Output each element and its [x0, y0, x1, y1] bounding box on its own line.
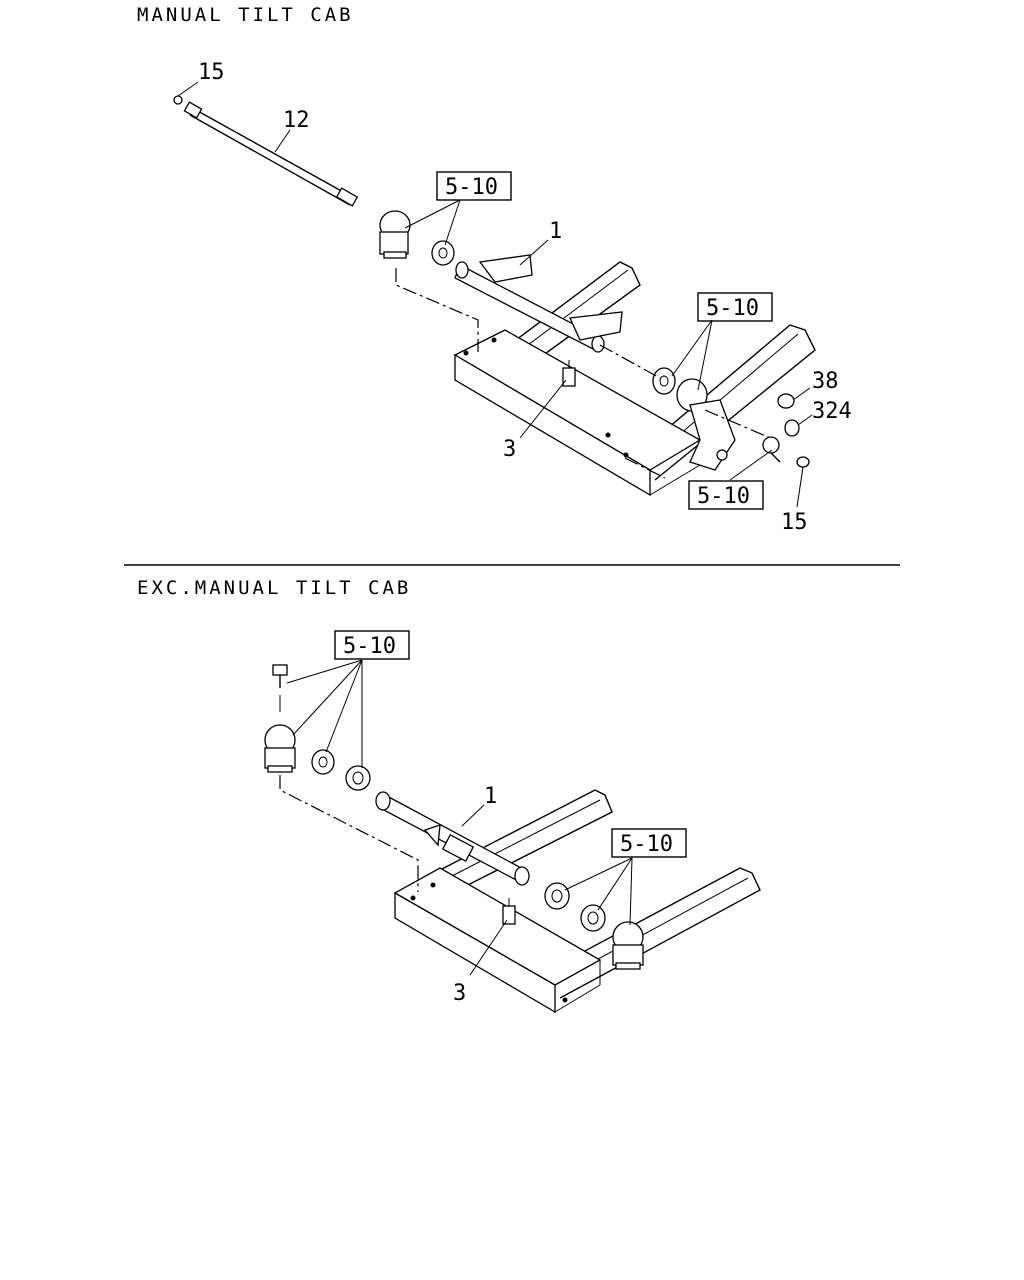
callout-15-top-left: 15 — [198, 60, 225, 85]
section-title-manual-tilt-cab: MANUAL TILT CAB — [137, 4, 354, 26]
leader-b-3 — [469, 919, 508, 976]
top-shaft-1 — [454, 254, 623, 353]
leader-15b — [796, 466, 804, 508]
top-nut-38 — [777, 393, 795, 409]
top-centerline-mid — [599, 344, 661, 379]
bottom-bolt — [272, 664, 288, 712]
bottom-right-bracket — [612, 921, 644, 970]
svg-text:5-10: 5-10 — [343, 634, 396, 659]
torsion-bar-12 — [173, 95, 359, 207]
ref-box-5-10-bottom-b: 5-10 — [611, 828, 687, 858]
leader-12 — [274, 129, 291, 153]
leader-1 — [519, 239, 549, 266]
callout-1-top: 1 — [549, 219, 562, 244]
bottom-centerline-left — [279, 775, 419, 892]
bottom-grease-fitting-3 — [502, 898, 516, 925]
leader-b-5-10-r3 — [629, 857, 633, 926]
bottom-left-bushing-2 — [345, 765, 371, 791]
bottom-shaft-1 — [375, 791, 530, 886]
bottom-left-bushing-1 — [311, 749, 335, 775]
leader-b-5-10-2 — [292, 659, 363, 736]
callout-38: 38 — [812, 369, 839, 394]
callout-3-top: 3 — [503, 437, 516, 462]
leader-5-10-c — [729, 449, 773, 481]
top-crossmember — [453, 329, 702, 497]
leader-5-10-b1 — [671, 319, 713, 377]
top-grease-fitting-3 — [562, 360, 576, 387]
ref-box-5-10-top-a: 5-10 — [436, 171, 512, 201]
callout-15-bottom-right: 15 — [781, 510, 808, 535]
leader-324 — [797, 414, 813, 426]
top-centerline-left — [395, 268, 479, 352]
callout-3-bottom: 3 — [453, 981, 466, 1006]
bottom-frame-rail-upper — [439, 789, 613, 891]
ref-box-5-10-top-c: 5-10 — [688, 480, 764, 510]
svg-text:5-10: 5-10 — [706, 296, 759, 321]
leader-b-5-10-3 — [325, 659, 363, 753]
ref-box-5-10-top-b: 5-10 — [697, 292, 773, 322]
top-left-bushing — [431, 240, 455, 266]
leader-3 — [519, 379, 567, 439]
leader-15a — [177, 81, 199, 97]
leader-b-5-10-r2 — [597, 857, 633, 911]
leader-5-10-a1 — [404, 199, 461, 229]
top-washer-324 — [784, 419, 800, 437]
bottom-diagram: 1 3 5-10 5-10 — [264, 630, 761, 1014]
top-lever-arm — [762, 436, 781, 463]
svg-text:5-10: 5-10 — [445, 175, 498, 200]
svg-text:5-10: 5-10 — [697, 484, 750, 509]
callout-324: 324 — [812, 399, 852, 424]
leader-38 — [792, 387, 811, 401]
top-clip-15-right — [796, 456, 810, 468]
leader-b-5-10-r1 — [564, 857, 633, 891]
leader-5-10-b2 — [697, 319, 713, 391]
leader-b-1 — [461, 804, 485, 827]
callout-1-bottom: 1 — [484, 784, 497, 809]
bottom-right-bushing-2 — [580, 904, 606, 932]
top-right-bracket — [676, 378, 736, 471]
bottom-frame-rail-lower — [539, 867, 761, 999]
bottom-crossmember — [393, 867, 602, 1014]
leader-b-5-10-1 — [286, 659, 363, 684]
ref-box-5-10-bottom-a: 5-10 — [334, 630, 410, 660]
bottom-right-bushing-1 — [544, 882, 570, 910]
bottom-left-bracket — [264, 724, 296, 773]
top-right-bushing — [652, 367, 676, 395]
svg-text:5-10: 5-10 — [620, 832, 673, 857]
section-title-exc-manual-tilt-cab: EXC.MANUAL TILT CAB — [137, 577, 412, 599]
top-left-bracket — [379, 210, 411, 259]
top-diagram: 15 12 1 3 38 324 15 5-10 5-10 5-10 — [173, 60, 852, 535]
leader-5-10-a2 — [444, 199, 461, 246]
top-centerline-right — [704, 409, 776, 441]
callout-12: 12 — [283, 108, 310, 133]
